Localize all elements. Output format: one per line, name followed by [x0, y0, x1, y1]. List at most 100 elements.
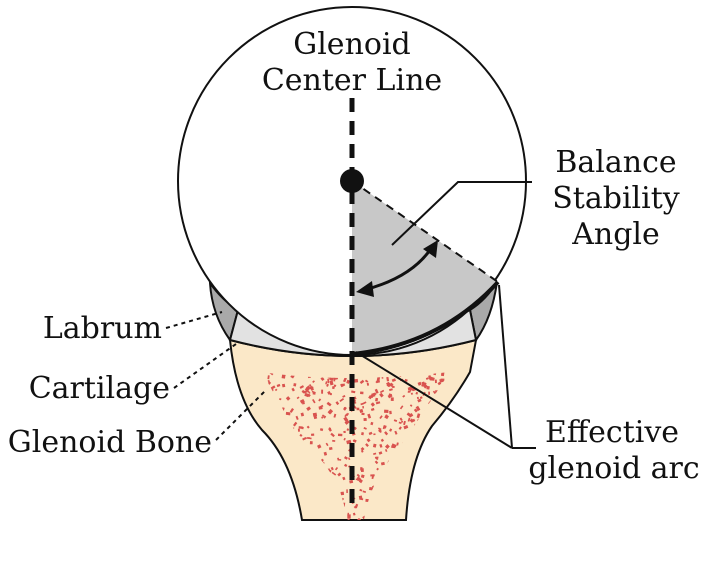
- bone-speckle: [427, 438, 432, 444]
- bone-speckle: [270, 385, 276, 390]
- bone-speckle: [424, 465, 429, 471]
- bone-speckle: [434, 474, 438, 477]
- bone-speckle: [447, 509, 450, 513]
- bone-speckle: [300, 412, 305, 417]
- bone-speckle: [453, 445, 456, 448]
- bone-speckle: [448, 422, 450, 426]
- bone-speckle: [402, 394, 406, 398]
- bone-speckle: [431, 467, 435, 470]
- bone-speckle: [264, 484, 269, 488]
- bone-speckle: [337, 472, 342, 477]
- bone-speckle: [288, 504, 293, 509]
- bone-speckle: [394, 430, 398, 435]
- bone-speckle: [368, 431, 373, 436]
- bone-speckle: [297, 428, 300, 432]
- bone-speckle: [328, 446, 333, 451]
- bone-speckle: [449, 514, 450, 518]
- bone-speckle: [428, 449, 432, 453]
- bone-speckle: [368, 395, 373, 400]
- bone-speckle: [258, 466, 261, 471]
- bone-speckle: [424, 467, 428, 471]
- bone-speckle: [294, 514, 299, 518]
- bone-speckle: [289, 408, 294, 413]
- bone-speckle: [333, 384, 337, 387]
- bone-speckle: [439, 423, 443, 426]
- bone-speckle: [389, 410, 392, 415]
- bone-speckle: [385, 414, 388, 418]
- bone-speckle: [262, 459, 263, 465]
- bone-speckle: [342, 394, 346, 398]
- bone-speckle: [293, 421, 298, 427]
- bone-speckle: [356, 407, 360, 411]
- bone-speckle: [444, 480, 448, 484]
- effective-arc-leader-1: [355, 351, 513, 449]
- bone-speckle: [417, 489, 421, 493]
- bone-speckle: [318, 405, 323, 410]
- bone-speckle: [280, 472, 284, 476]
- balance-angle-label-3: Angle: [571, 217, 660, 252]
- bone-speckle: [370, 407, 375, 412]
- bone-speckle: [375, 456, 379, 459]
- bone-speckle: [409, 418, 415, 423]
- bone-speckle: [342, 476, 346, 481]
- bone-speckle: [272, 500, 276, 505]
- center-line-label-2: Center Line: [262, 63, 442, 98]
- bone-speckle: [257, 515, 261, 520]
- bone-speckle: [312, 380, 315, 384]
- bone-speckle: [263, 502, 267, 506]
- bone-speckle: [332, 439, 336, 442]
- bone-speckle: [410, 494, 417, 501]
- bone-speckle: [407, 387, 411, 391]
- bone-speckle: [285, 501, 290, 506]
- bone-speckle: [360, 446, 365, 451]
- bone-speckle: [380, 461, 385, 466]
- bone-speckle: [434, 436, 440, 442]
- bone-speckle: [382, 425, 387, 429]
- bone-speckle: [293, 519, 298, 520]
- bone-speckle: [344, 419, 350, 425]
- bone-speckle: [389, 382, 394, 388]
- bone-speckle: [449, 439, 450, 443]
- bone-speckle: [373, 452, 377, 456]
- bone-speckle: [279, 503, 283, 507]
- bone-speckle: [404, 378, 408, 382]
- bone-speckle: [357, 477, 360, 481]
- bone-speckle: [421, 515, 425, 518]
- bone-speckle: [347, 518, 351, 520]
- bone-speckle: [393, 419, 398, 422]
- bone-speckle: [448, 426, 450, 431]
- bone-speckle: [449, 487, 450, 491]
- bone-speckle: [421, 504, 426, 510]
- bone-speckle: [386, 376, 390, 382]
- glenoid-bone-label: Glenoid Bone: [8, 425, 212, 460]
- bone-speckle: [444, 452, 448, 455]
- bone-speckle: [440, 417, 444, 421]
- bone-speckle: [388, 393, 393, 397]
- bone-speckle: [279, 397, 282, 401]
- bone-speckle: [443, 413, 446, 416]
- bone-speckle: [262, 446, 264, 451]
- bone-speckle: [346, 379, 351, 384]
- bone-speckle: [416, 413, 421, 419]
- bone-speckle: [429, 469, 433, 473]
- bone-speckle: [318, 398, 322, 402]
- bone-speckle: [375, 397, 379, 402]
- bone-speckle: [457, 486, 460, 489]
- bone-speckle: [427, 508, 432, 512]
- bone-speckle: [360, 449, 364, 453]
- bone-speckle: [339, 397, 345, 403]
- bone-speckle: [391, 443, 397, 448]
- bone-speckle: [449, 482, 450, 487]
- bone-speckle: [294, 516, 298, 520]
- bone-speckle: [333, 413, 337, 418]
- bone-speckle: [419, 396, 423, 399]
- bone-speckle: [323, 415, 327, 419]
- bone-speckle: [354, 378, 359, 383]
- bone-speckle: [301, 426, 304, 430]
- bone-speckle: [267, 379, 270, 383]
- bone-speckle: [263, 472, 269, 477]
- bone-speckle: [296, 396, 300, 400]
- bone-speckle: [272, 476, 277, 482]
- bone-speckle: [321, 389, 324, 394]
